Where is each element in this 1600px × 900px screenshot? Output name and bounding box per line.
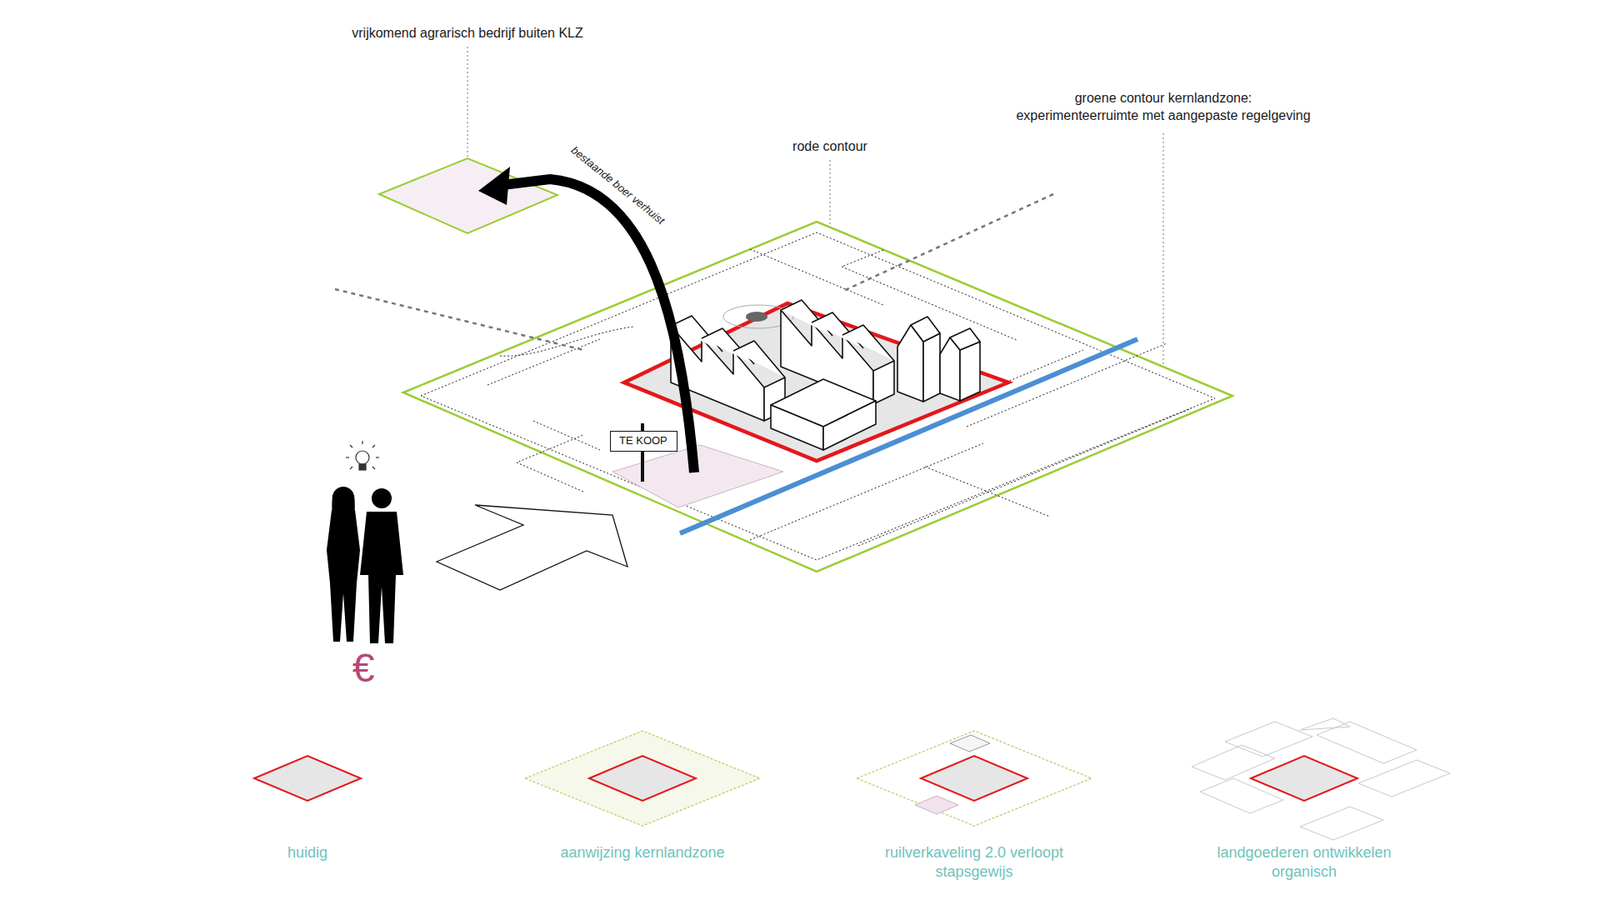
step-caption: landgoederen ontwikkelen organisch	[1195, 843, 1413, 883]
marker	[745, 311, 768, 322]
step-caption: ruilverkaveling 2.0 verloopt stapsgewijs	[865, 843, 1083, 883]
step-diagrams	[254, 718, 1450, 840]
zone-label: groene contour kernlandzone: experimente…	[1005, 90, 1322, 125]
move-arrow	[502, 179, 695, 473]
direction-arrow	[436, 505, 628, 590]
step-caption: aanwijzing kernlandzone	[534, 843, 751, 863]
people-silhouettes	[326, 486, 404, 644]
plot-label: vrijkomend agrarisch bedrijf buiten KLZ	[351, 25, 583, 43]
sign-text: TE KOOP	[619, 434, 669, 448]
step-caption: huidig	[199, 843, 416, 863]
for-sale-sign: TE KOOP	[610, 430, 678, 452]
money-symbol: €	[352, 648, 375, 689]
idea-bulb	[345, 440, 380, 470]
waterway	[680, 339, 1138, 534]
vacated-plot	[379, 158, 558, 234]
move-arrowhead	[478, 166, 510, 205]
contour-label: rode contour	[792, 138, 868, 156]
